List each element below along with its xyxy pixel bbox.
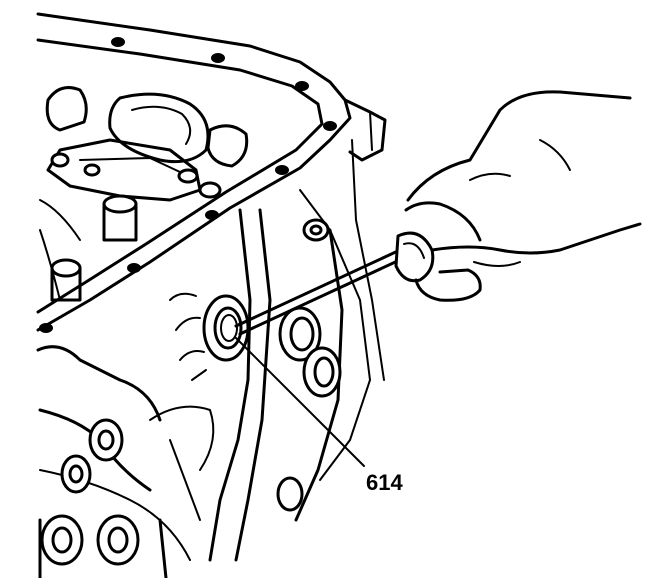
bolt-hole (39, 323, 53, 333)
callout-label: 614 (366, 470, 403, 495)
bolt-hole (211, 53, 225, 63)
bolt-hole (205, 210, 219, 220)
case-ports (276, 218, 342, 512)
bolt-hole (127, 263, 141, 273)
flange-bolt-holes (39, 37, 337, 333)
hand (404, 90, 642, 302)
valve-body-details (39, 86, 249, 302)
bolt-hole (295, 81, 309, 91)
case-bosses (38, 418, 168, 578)
leader-line (235, 337, 365, 467)
bolt-hole (111, 37, 125, 47)
callout-614: 614 (235, 337, 403, 495)
bolt-hole (323, 121, 337, 131)
seal-bore (169, 292, 250, 381)
screwdriver-tool (234, 231, 435, 336)
case-flange (36, 12, 387, 332)
bolt-hole (275, 165, 289, 175)
